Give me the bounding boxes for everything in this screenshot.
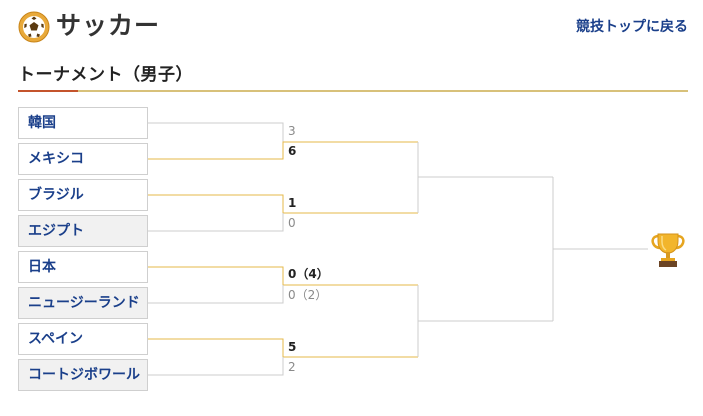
bracket-line — [148, 338, 418, 358]
team-egypt[interactable]: エジプト — [18, 215, 148, 247]
bracket-line — [148, 213, 284, 232]
soccer-ball-icon — [18, 11, 50, 43]
bracket-line — [148, 285, 284, 304]
match-1-top-score: 3 — [288, 124, 296, 138]
team-korea[interactable]: 韓国 — [18, 107, 148, 139]
section-title: トーナメント（男子） — [18, 65, 193, 85]
team-mexico[interactable]: メキシコ — [18, 143, 148, 175]
bracket-line — [148, 357, 284, 376]
match-3-top-score: 0（4） — [288, 267, 329, 281]
team-japan[interactable]: 日本 — [18, 251, 148, 283]
section-divider — [18, 90, 688, 92]
team-ivory-coast[interactable]: コートジボワール — [18, 359, 148, 391]
trophy-icon — [651, 233, 685, 267]
match-4-bottom-score: 2 — [288, 360, 296, 374]
bracket-line — [148, 266, 418, 286]
back-to-top-link[interactable]: 競技トップに戻る — [576, 19, 688, 35]
team-new-zealand[interactable]: ニュージーランド — [18, 287, 148, 319]
match-1-bottom-score: 6 — [288, 144, 297, 158]
section-divider-accent — [18, 90, 78, 92]
match-2-top-score: 1 — [288, 196, 297, 210]
bracket-line — [148, 141, 418, 160]
bracket-line — [148, 194, 418, 214]
team-brazil[interactable]: ブラジル — [18, 179, 148, 211]
match-3-bottom-score: 0（2） — [288, 288, 328, 302]
page-title: サッカー — [56, 11, 161, 40]
match-2-bottom-score: 0 — [288, 216, 296, 230]
team-spain[interactable]: スペイン — [18, 323, 148, 355]
bracket-line — [148, 122, 284, 142]
page-header: サッカー 競技トップに戻る — [0, 0, 703, 52]
match-4-top-score: 5 — [288, 340, 297, 354]
